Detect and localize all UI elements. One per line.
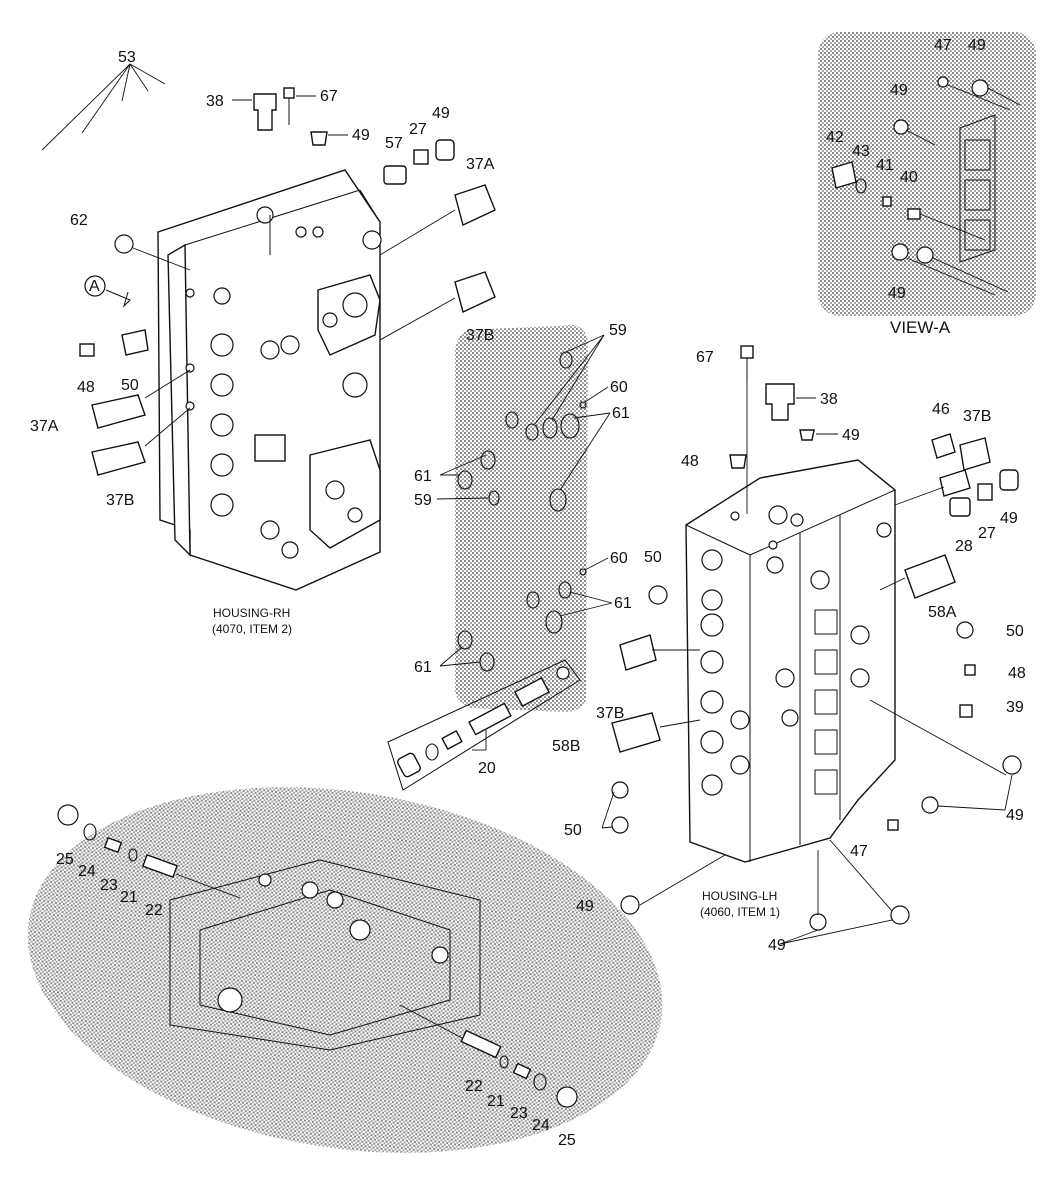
callout-49: 49	[890, 82, 908, 99]
callout-48: 48	[1008, 665, 1026, 682]
callout-39: 39	[1006, 699, 1024, 716]
callout-46: 46	[932, 401, 950, 418]
callout-25: 25	[56, 851, 74, 868]
callout-21: 21	[487, 1093, 505, 1110]
bottom-detail-panel	[27, 787, 663, 1153]
callout-50: 50	[564, 822, 582, 839]
callout-67: 67	[320, 88, 338, 105]
callout-61: 61	[614, 595, 632, 612]
callout-60: 60	[610, 379, 628, 396]
callout-27: 27	[978, 525, 996, 542]
callout-61: 61	[414, 468, 432, 485]
callout-24: 24	[532, 1117, 550, 1134]
callout-40: 40	[900, 169, 918, 186]
housing-lh-label: HOUSING-LH	[702, 889, 777, 903]
callout-49: 49	[768, 937, 786, 954]
housing-rh-ref: (4070, ITEM 2)	[212, 622, 292, 636]
callout-37b: 37B	[596, 705, 624, 722]
callout-38: 38	[206, 93, 224, 110]
callout-48: 48	[681, 453, 699, 470]
callout-50: 50	[121, 377, 139, 394]
housing-rh	[157, 169, 382, 591]
callout-a-marker: A	[89, 278, 100, 295]
callout-37b: 37B	[106, 492, 134, 509]
callout-49: 49	[352, 127, 370, 144]
callout-49: 49	[968, 37, 986, 54]
housing-rh-label: HOUSING-RH	[213, 606, 290, 620]
callout-21: 21	[120, 889, 138, 906]
housing-lh	[685, 459, 896, 863]
callout-38: 38	[820, 391, 838, 408]
view-a-panel	[818, 32, 1036, 316]
callout-24: 24	[78, 863, 96, 880]
callout-47: 47	[850, 843, 868, 860]
callout-49: 49	[842, 427, 860, 444]
callout-58b: 58B	[552, 738, 580, 755]
callout-57: 57	[385, 135, 403, 152]
callout-25: 25	[558, 1132, 576, 1149]
callout-49: 49	[888, 285, 906, 302]
callout-37a: 37A	[30, 418, 59, 435]
callout-23: 23	[510, 1105, 528, 1122]
seal-plate-panel	[455, 325, 588, 712]
view-a-parts	[831, 76, 1021, 296]
callout-59: 59	[414, 492, 432, 509]
callout-49: 49	[1000, 510, 1018, 527]
spool-assembly	[387, 659, 581, 791]
callout-37b: 37B	[466, 327, 494, 344]
callout-37a: 37A	[466, 156, 495, 173]
callout-23: 23	[100, 877, 118, 894]
callout-61: 61	[414, 659, 432, 676]
callout-28: 28	[955, 538, 973, 555]
housing-lh-ref: (4060, ITEM 1)	[700, 905, 780, 919]
rh-left-parts	[79, 234, 191, 476]
callout-37b: 37B	[963, 408, 991, 425]
callout-20: 20	[478, 760, 496, 777]
callout-61: 61	[612, 405, 630, 422]
callout-27: 27	[409, 121, 427, 138]
lh-parts	[601, 345, 1022, 945]
tie-bolts	[41, 63, 246, 217]
callout-59: 59	[609, 322, 627, 339]
callout-22: 22	[465, 1078, 483, 1095]
callout-53: 53	[118, 49, 136, 66]
callout-41: 41	[876, 157, 894, 174]
callout-67: 67	[696, 349, 714, 366]
callout-49: 49	[576, 898, 594, 915]
callout-62: 62	[70, 212, 88, 229]
housing-labels: HOUSING-RH (4070, ITEM 2) HOUSING-LH (40…	[212, 318, 951, 919]
callout-43: 43	[852, 143, 870, 160]
callout-49: 49	[1006, 807, 1024, 824]
callouts: 53 38 67 49 27 57 49 37A 62 A 37B 48 50 …	[30, 37, 1026, 1149]
rh-top-parts	[232, 87, 496, 341]
callout-22: 22	[145, 902, 163, 919]
callout-47: 47	[934, 37, 952, 54]
callout-50: 50	[1006, 623, 1024, 640]
callout-50: 50	[644, 549, 662, 566]
seal-rings	[436, 334, 613, 672]
callout-58a: 58A	[928, 604, 957, 621]
callout-42: 42	[826, 129, 844, 146]
callout-49: 49	[432, 105, 450, 122]
view-a-title: VIEW-A	[890, 318, 951, 337]
callout-48: 48	[77, 379, 95, 396]
callout-60: 60	[610, 550, 628, 567]
bottom-detail-parts	[57, 804, 578, 1108]
